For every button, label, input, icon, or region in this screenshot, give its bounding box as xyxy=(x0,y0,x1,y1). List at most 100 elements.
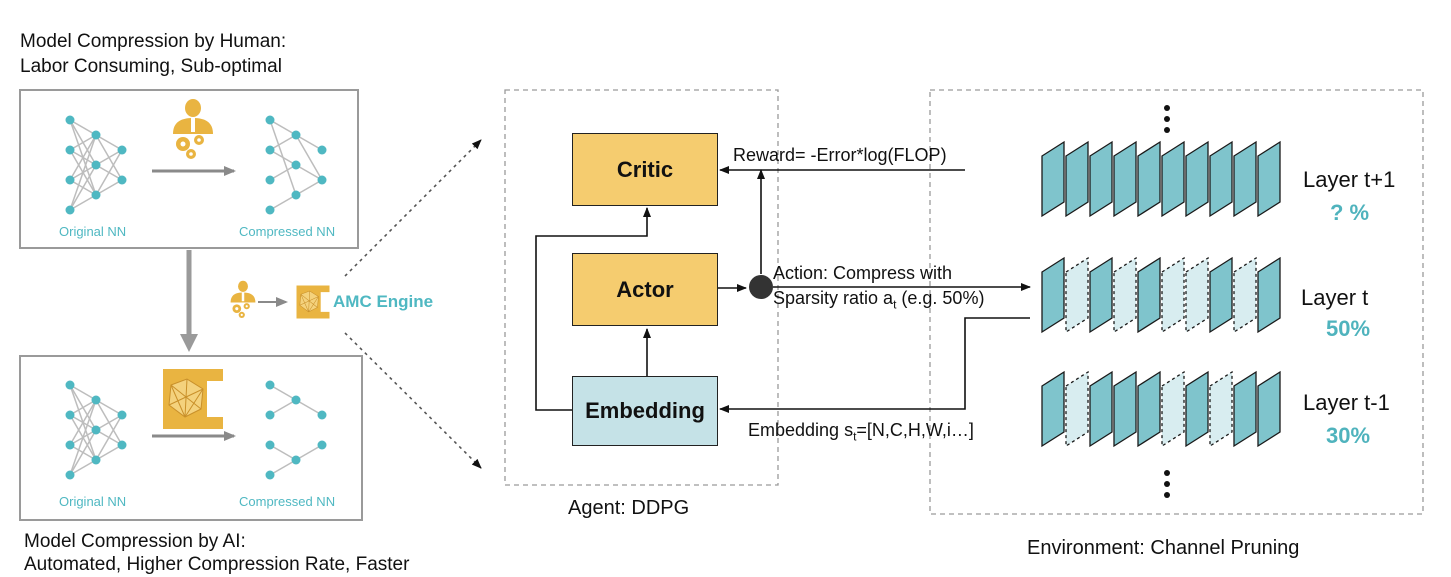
layer-name-t-plus-1: Layer t+1 xyxy=(1303,167,1396,192)
nn-edge xyxy=(69,399,97,476)
nn-edge xyxy=(269,134,297,151)
nn-node xyxy=(117,175,127,185)
nn-node xyxy=(265,145,275,155)
nn-node xyxy=(291,160,301,170)
pruned-channel xyxy=(1185,256,1209,334)
kept-channel xyxy=(1257,256,1281,334)
nn-edge xyxy=(269,459,297,476)
nn-edge xyxy=(69,134,97,181)
nn-edge xyxy=(69,134,97,211)
kept-channel xyxy=(1185,370,1209,448)
nn-edge xyxy=(95,414,123,461)
human-original-label: Original NN xyxy=(59,224,127,239)
nn-edge xyxy=(95,134,123,151)
kept-channel xyxy=(1041,370,1065,448)
ai-original-label: Original NN xyxy=(59,494,127,509)
kept-channel xyxy=(1185,140,1209,218)
layer-t-plus-1-channels xyxy=(1041,140,1281,218)
nn-node xyxy=(265,380,275,390)
pruned-channel xyxy=(1161,256,1185,334)
kept-channel xyxy=(1257,370,1281,448)
ai-title-line2: Automated, Higher Compression Rate, Fast… xyxy=(24,554,410,575)
human-panel xyxy=(19,89,359,249)
human-compressed-label: Compressed NN xyxy=(239,224,336,239)
projection-line-top xyxy=(344,139,482,277)
person-gear-icon xyxy=(173,99,213,159)
nn-edge xyxy=(95,149,123,196)
nn-edge xyxy=(295,399,323,416)
embedding-label: Embedding xyxy=(585,398,705,423)
kept-channel xyxy=(1233,370,1257,448)
amc-engine-label: AMC Engine xyxy=(333,292,434,311)
ai-title-line1: Model Compression by AI: xyxy=(24,531,246,552)
nn-node xyxy=(317,410,327,420)
person-gear-icon xyxy=(230,280,256,318)
nn-node xyxy=(291,395,301,405)
nn-node xyxy=(91,395,101,405)
nn-node xyxy=(65,440,75,450)
layer-t-minus-1-channels xyxy=(1041,370,1281,448)
amc-engine-icon xyxy=(162,368,224,430)
kept-channel xyxy=(1089,370,1113,448)
projection-line-bottom xyxy=(344,332,482,469)
nn-node xyxy=(317,145,327,155)
nn-edge xyxy=(269,164,297,181)
nn-edge xyxy=(269,384,297,401)
nn-node xyxy=(65,115,75,125)
nn-edge xyxy=(269,119,297,136)
layer-t-channels xyxy=(1041,256,1281,334)
nn-node xyxy=(317,175,327,185)
nn-node xyxy=(265,470,275,480)
kept-channel xyxy=(1113,370,1137,448)
ai-panel xyxy=(19,355,363,521)
kept-channel xyxy=(1041,256,1065,334)
nn-node xyxy=(65,470,75,480)
nn-node xyxy=(317,440,327,450)
nn-node xyxy=(265,440,275,450)
nn-node xyxy=(291,190,301,200)
dots-vertical-icon xyxy=(1164,105,1170,133)
nn-node xyxy=(91,160,101,170)
embedding-box: Embedding xyxy=(572,376,718,446)
environment-caption: Environment: Channel Pruning xyxy=(1027,537,1300,559)
nn-node xyxy=(117,440,127,450)
nn-edge xyxy=(269,399,297,416)
pruned-channel xyxy=(1113,256,1137,334)
original-nn-ai xyxy=(65,380,127,480)
original-nn-human xyxy=(65,115,127,215)
nn-node xyxy=(291,455,301,465)
reward-label: Reward= -Error*log(FLOP) xyxy=(733,145,947,165)
ai-compressed-label: Compressed NN xyxy=(239,494,336,509)
kept-channel xyxy=(1209,256,1233,334)
nn-edge xyxy=(95,414,123,431)
kept-channel xyxy=(1089,140,1113,218)
nn-node xyxy=(117,145,127,155)
layer-percent-t: 50% xyxy=(1326,316,1371,341)
dots-vertical-icon xyxy=(1164,470,1170,498)
nn-node xyxy=(65,175,75,185)
nn-edge xyxy=(69,429,97,476)
human-title-line2: Labor Consuming, Sub-optimal xyxy=(20,56,282,77)
kept-channel xyxy=(1041,140,1065,218)
pruned-channel xyxy=(1065,256,1089,334)
nn-node xyxy=(117,410,127,420)
kept-channel xyxy=(1209,140,1233,218)
agent-caption: Agent: DDPG xyxy=(568,497,690,519)
pruned-channel xyxy=(1161,370,1185,448)
kept-channel xyxy=(1161,140,1185,218)
layer-name-t-minus-1: Layer t-1 xyxy=(1303,390,1390,415)
nn-edge xyxy=(95,179,123,196)
critic-label: Critic xyxy=(616,156,674,182)
nn-edge xyxy=(95,149,123,166)
nn-edge xyxy=(295,134,323,151)
nn-edge xyxy=(295,179,323,196)
compressed-nn-human xyxy=(265,115,327,215)
kept-channel xyxy=(1089,256,1113,334)
nn-node xyxy=(91,455,101,465)
state-arrow xyxy=(719,317,1030,413)
nn-node xyxy=(65,145,75,155)
nn-edge xyxy=(269,149,297,166)
embed-to-critic-loop xyxy=(535,207,651,411)
